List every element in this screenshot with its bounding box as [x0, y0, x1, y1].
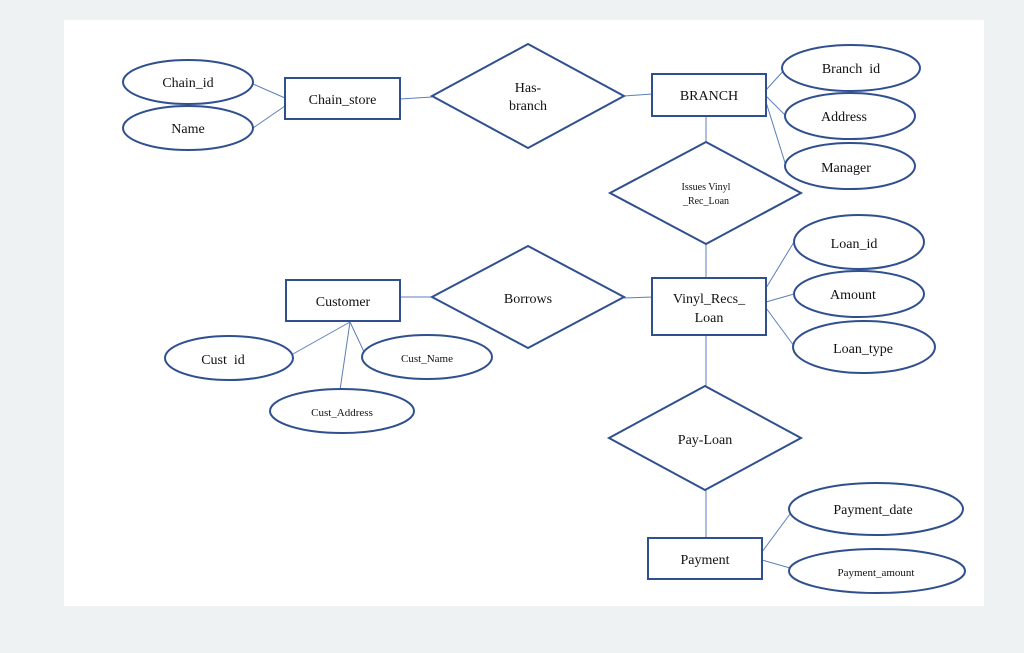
attribute-payment-date-label: Payment_date [833, 503, 912, 518]
attribute-branch-id-label: Branch id [822, 62, 880, 77]
attribute-manager: Manager [784, 142, 916, 190]
connector-customer-custid [292, 321, 351, 355]
connector-loan-amount [765, 293, 795, 303]
connector-name-chainstore [252, 105, 286, 129]
attribute-chain-id: Chain_id [122, 59, 254, 105]
attribute-address-label: Address [821, 110, 867, 125]
attribute-name: Name [122, 105, 254, 151]
connector-payment-date [761, 513, 791, 553]
connectors [252, 67, 795, 569]
relationship-issues-label-1: Issues Vinyl [682, 182, 731, 193]
attribute-cust-id-label: Cust id [201, 353, 245, 368]
relationship-pay-loan: Pay-Loan [606, 384, 804, 492]
attribute-cust-name: Cust_Name [361, 334, 493, 380]
entity-vinyl-recs-loan-label-2: Loan [695, 311, 724, 326]
entity-vinyl-recs-loan-label-1: Vinyl_Recs_ [673, 292, 746, 307]
attribute-amount-label: Amount [830, 288, 876, 303]
attribute-address: Address [784, 92, 916, 140]
connector-branch-address [765, 95, 787, 117]
attribute-payment-amount: Payment_amount [788, 548, 966, 594]
attribute-manager-label: Manager [821, 161, 871, 176]
connector-borrows-loan [623, 296, 653, 299]
attribute-payment-date: Payment_date [788, 482, 964, 536]
entity-payment: Payment [647, 537, 763, 580]
connector-chainid-chainstore [252, 83, 286, 99]
relationship-borrows-label: Borrows [504, 292, 552, 307]
er-diagram-canvas: Chain_store BRANCH Customer Vinyl_Recs_ … [64, 20, 984, 606]
attribute-cust-address: Cust_Address [269, 388, 415, 434]
entity-vinyl-recs-loan: Vinyl_Recs_ Loan [651, 277, 767, 336]
relationship-borrows: Borrows [429, 244, 627, 350]
attribute-payment-amount-label: Payment_amount [838, 567, 915, 579]
connector-payment-amount [761, 559, 791, 569]
attribute-loan-type: Loan_type [792, 320, 936, 374]
connector-customer-custname [349, 321, 367, 357]
attribute-cust-id: Cust id [164, 335, 294, 381]
entity-chain-store-label: Chain_store [309, 93, 377, 108]
entity-payment-label: Payment [681, 553, 730, 568]
relationship-has-branch-label-1: Has- [515, 81, 542, 96]
connector-loan-loantype [765, 307, 795, 347]
connector-loan-loanid [765, 241, 795, 289]
attribute-branch-id: Branch id [781, 44, 921, 92]
relationship-has-branch: Has- branch [429, 42, 627, 150]
entity-chain-store: Chain_store [284, 77, 401, 120]
attribute-name-label: Name [171, 122, 204, 137]
er-diagram: Chain_store BRANCH Customer Vinyl_Recs_ … [122, 42, 966, 594]
relationship-issues-label-2: _Rec_Loan [682, 196, 729, 207]
connector-customer-custaddress [339, 321, 351, 391]
attribute-chain-id-label: Chain_id [162, 76, 213, 91]
attribute-cust-address-label: Cust_Address [311, 407, 373, 419]
attribute-loan-id: Loan_id [793, 214, 925, 270]
attribute-amount: Amount [793, 270, 925, 318]
relationship-issues-vinyl-rec-loan: Issues Vinyl _Rec_Loan [607, 140, 804, 246]
relationship-has-branch-label-2: branch [509, 99, 547, 114]
entity-customer: Customer [285, 279, 401, 322]
connector-hasbranch-branch [623, 93, 653, 97]
entity-customer-label: Customer [316, 295, 371, 310]
connector-chainstore-hasbranch [399, 96, 433, 100]
attribute-loan-type-label: Loan_type [833, 342, 893, 357]
attribute-loan-id-label: Loan_id [831, 237, 878, 252]
attribute-cust-name-label: Cust_Name [401, 353, 453, 365]
connector-branch-manager [765, 101, 787, 167]
relationship-pay-loan-label: Pay-Loan [678, 433, 732, 448]
entity-branch-label: BRANCH [680, 89, 738, 104]
entity-branch: BRANCH [651, 73, 767, 117]
